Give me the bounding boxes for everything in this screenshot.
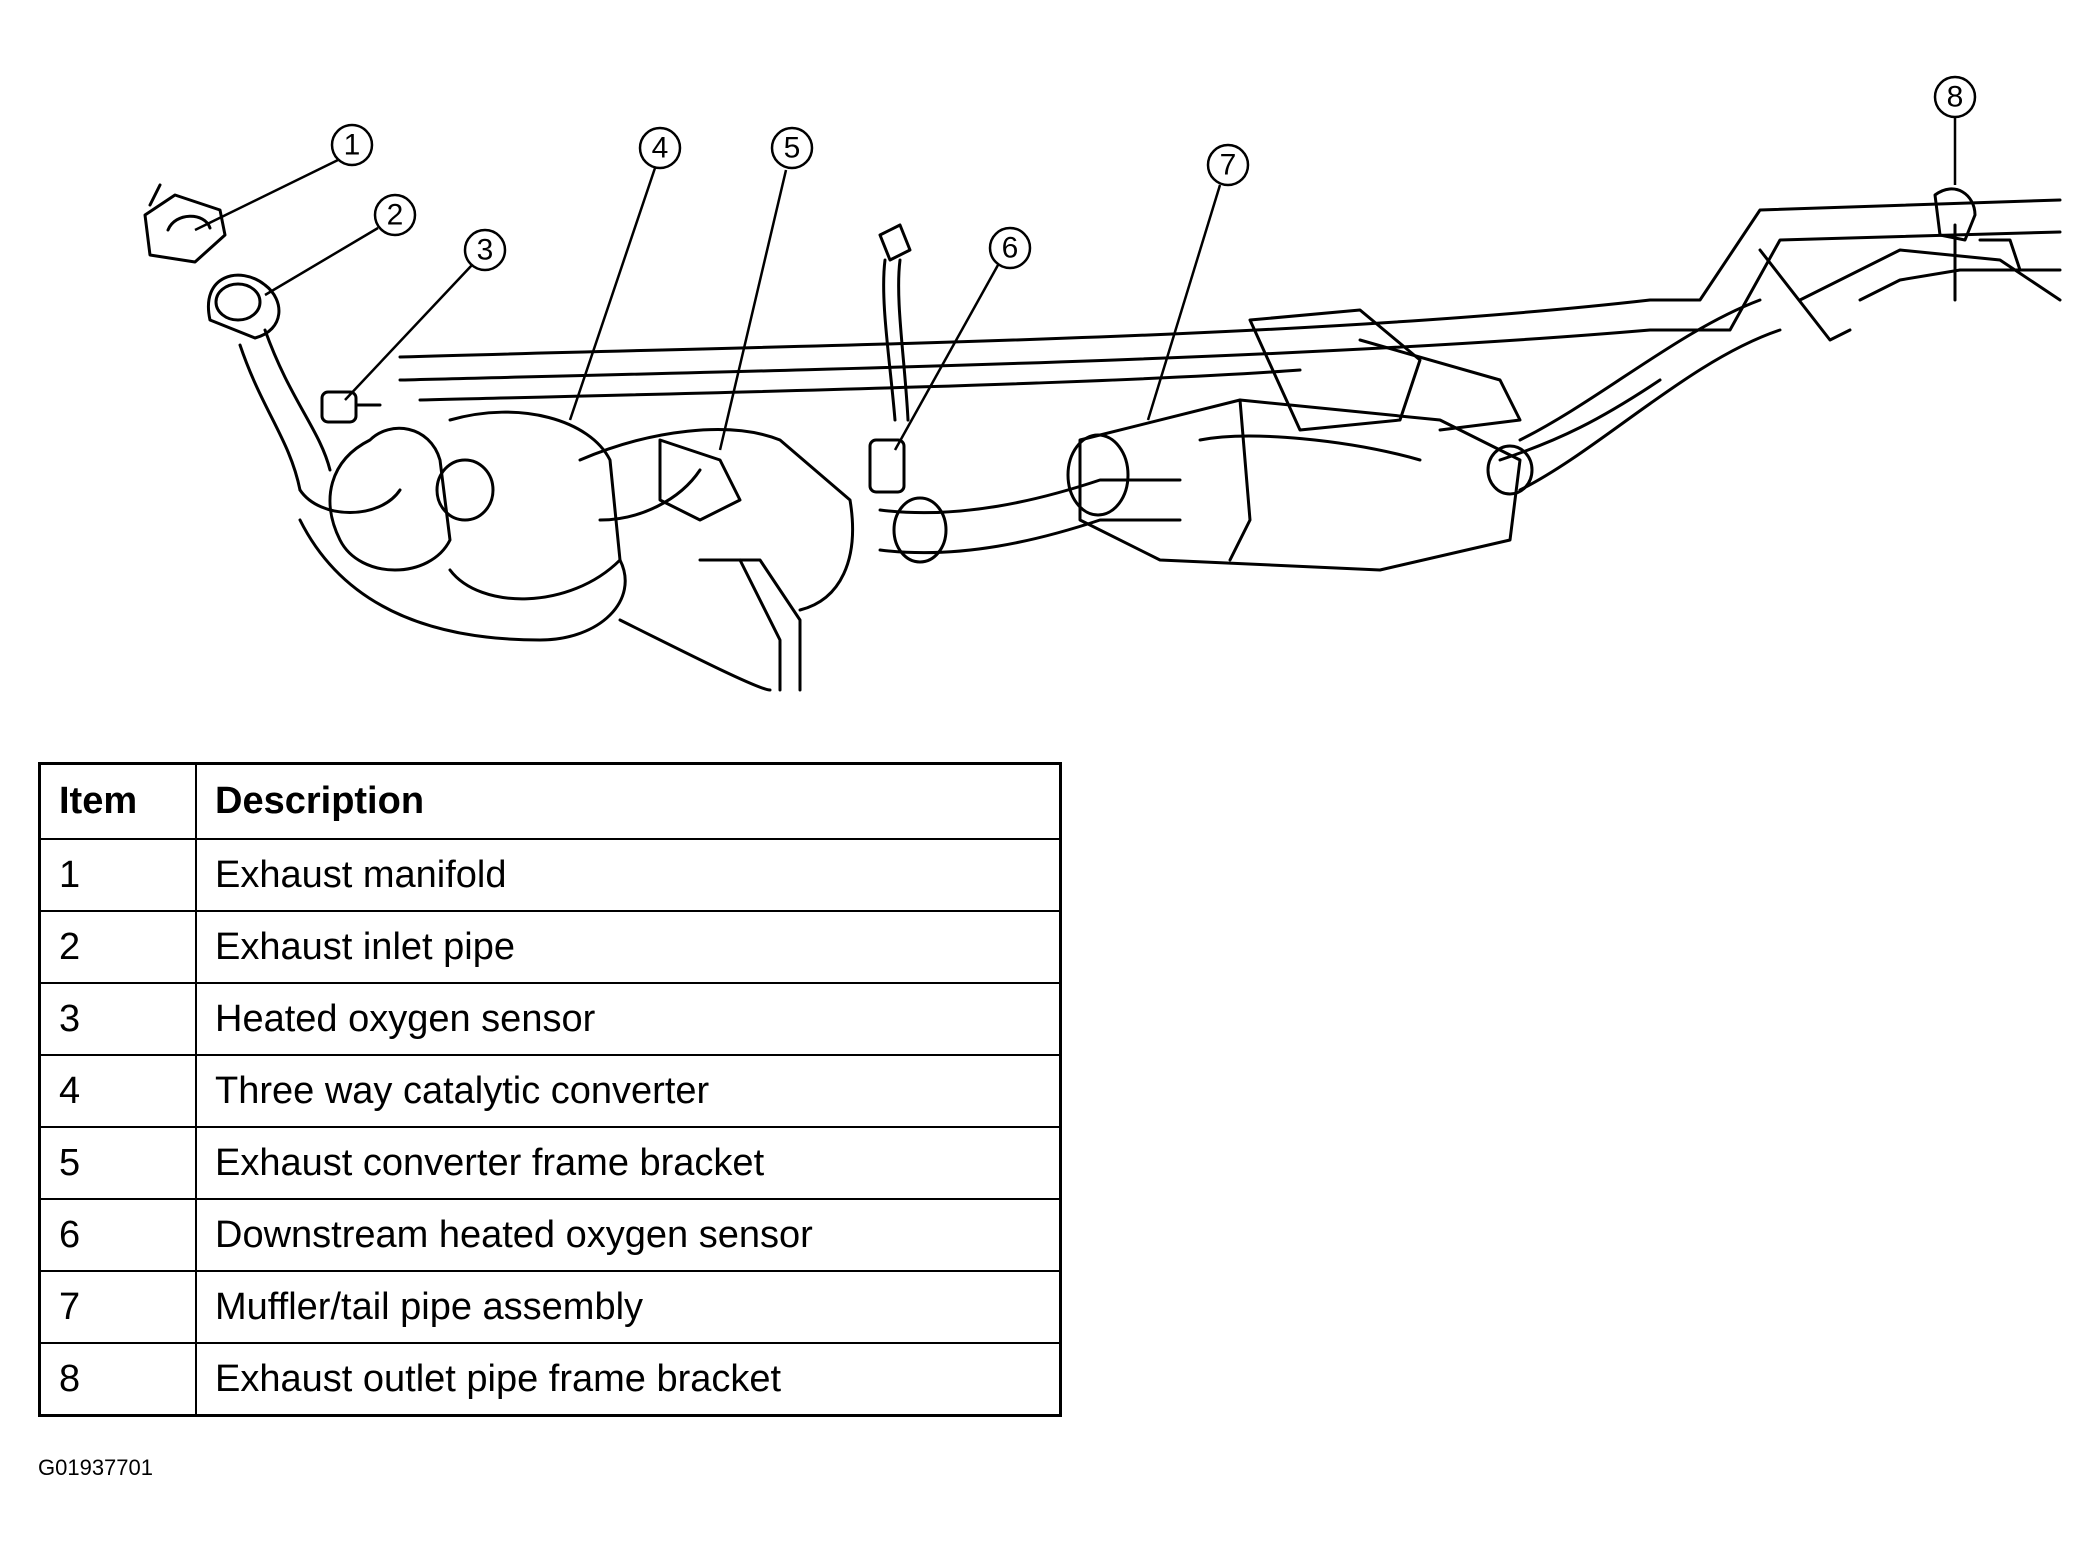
- intermediate-pipe: [878, 478, 1182, 564]
- item-number: 8: [38, 1342, 197, 1417]
- callout-label: 8: [1947, 81, 1964, 114]
- item-description: Exhaust inlet pipe: [195, 910, 1062, 984]
- downstream-heated-oxygen-sensor: [868, 223, 912, 494]
- table-row: 1 Exhaust manifold: [38, 838, 1062, 912]
- heated-oxygen-sensor: [320, 390, 382, 424]
- item-number: 2: [38, 910, 197, 984]
- item-description: Downstream heated oxygen sensor: [195, 1198, 1062, 1272]
- exhaust-system-diagram: 1 2 3 4 5 6 7 8: [143, 75, 2062, 692]
- table-row: 3 Heated oxygen sensor: [38, 982, 1062, 1056]
- table-row: 4 Three way catalytic converter: [38, 1054, 1062, 1128]
- figure-code: G01937701: [38, 1455, 153, 1480]
- callout-label: 5: [784, 132, 801, 165]
- table-row: 6 Downstream heated oxygen sensor: [38, 1198, 1062, 1272]
- callout-3: 3: [344, 228, 507, 401]
- item-description: Heated oxygen sensor: [195, 982, 1062, 1056]
- item-description: Exhaust outlet pipe frame bracket: [195, 1342, 1062, 1417]
- callout-8: 8: [1933, 75, 1977, 185]
- item-number: 7: [38, 1270, 197, 1344]
- callout-2: 2: [264, 193, 417, 297]
- table-row: 2 Exhaust inlet pipe: [38, 910, 1062, 984]
- legend-table: Item Description 1 Exhaust manifold 2 Ex…: [38, 762, 1062, 1417]
- callout-label: 3: [477, 234, 494, 267]
- exhaust-converter-frame-bracket: [618, 438, 802, 692]
- tail-pipe: [1486, 298, 1782, 496]
- table-row: 8 Exhaust outlet pipe frame bracket: [38, 1342, 1062, 1417]
- table-header-row: Item Description: [38, 762, 1062, 840]
- callout-4: 4: [568, 126, 682, 421]
- table-row: 5 Exhaust converter frame bracket: [38, 1126, 1062, 1200]
- item-description: Exhaust converter frame bracket: [195, 1126, 1062, 1200]
- callout-label: 6: [1002, 232, 1019, 265]
- callout-7: 7: [1146, 143, 1250, 421]
- three-way-catalytic-converter: [298, 410, 855, 642]
- item-number: 1: [38, 838, 197, 912]
- callout-label: 1: [344, 129, 361, 162]
- callout-6: 6: [893, 226, 1032, 451]
- item-description: Muffler/tail pipe assembly: [195, 1270, 1062, 1344]
- exhaust-outlet-pipe-frame-bracket: [1933, 187, 2022, 302]
- callout-label: 2: [387, 199, 404, 232]
- frame-rails: [398, 198, 2062, 402]
- exhaust-manifold: [143, 183, 227, 264]
- callout-5: 5: [718, 126, 814, 451]
- item-description: Three way catalytic converter: [195, 1054, 1062, 1128]
- callout-label: 4: [652, 132, 669, 165]
- item-number: 4: [38, 1054, 197, 1128]
- muffler-tail-pipe-assembly: [1066, 308, 1662, 572]
- item-number: 6: [38, 1198, 197, 1272]
- item-description: Exhaust manifold: [195, 838, 1062, 912]
- description-column-header: Description: [195, 762, 1062, 840]
- callout-label: 7: [1220, 149, 1237, 182]
- item-number: 3: [38, 982, 197, 1056]
- item-column-header: Item: [38, 762, 197, 840]
- table-row: 7 Muffler/tail pipe assembly: [38, 1270, 1062, 1344]
- exhaust-inlet-pipe: [206, 273, 402, 514]
- item-number: 5: [38, 1126, 197, 1200]
- callout-1: 1: [194, 123, 374, 232]
